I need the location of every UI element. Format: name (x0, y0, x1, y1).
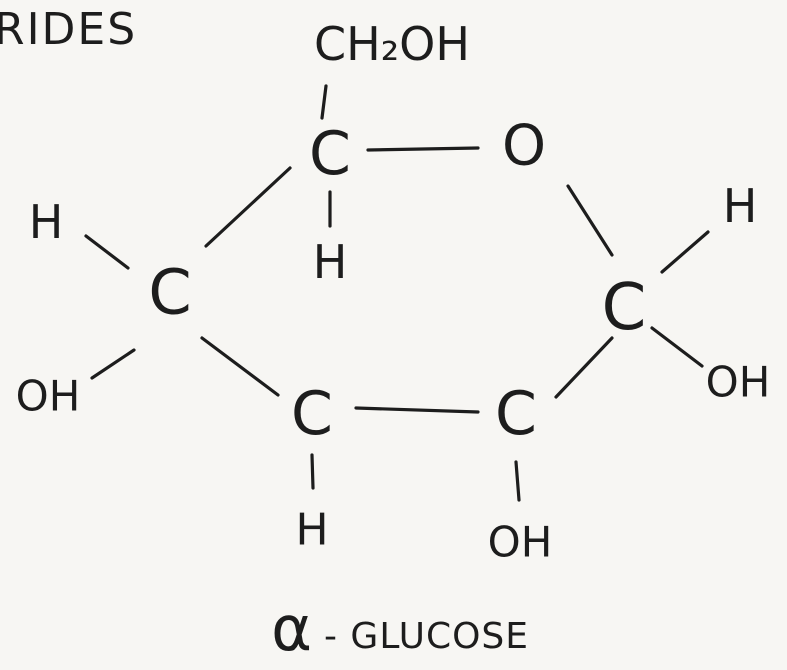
bond-c1-oh (650, 326, 704, 368)
label-c1-h: H (723, 179, 758, 233)
atom-ring-oxygen: O (502, 114, 546, 179)
label-c4-oh: OH (16, 372, 81, 421)
bond-c5-ch2oh (320, 84, 328, 120)
substituent-bonds (84, 84, 710, 502)
caption-name: - GLUCOSE (324, 616, 529, 657)
caption-greek-letter: α (271, 592, 313, 665)
atom-c5: C (309, 119, 351, 189)
caption: α - GLUCOSE (271, 592, 529, 665)
label-c1-oh: OH (706, 358, 771, 407)
atom-c4: C (148, 256, 191, 329)
substituent-atoms: CH₂OH H H OH H OH H OH (16, 17, 771, 567)
label-c5-h: H (313, 235, 348, 289)
bond-o-c1 (566, 184, 614, 257)
bond-c1-h (660, 230, 710, 274)
atom-c2: C (495, 379, 537, 449)
bond-c5-o (366, 146, 480, 152)
bond-c3-h (310, 453, 315, 490)
bond-c2-c3 (354, 406, 480, 414)
bond-c4-oh (90, 348, 136, 380)
label-c3-h: H (295, 505, 328, 556)
label-ch2oh: CH₂OH (314, 17, 470, 71)
heading-fragment: RIDES (0, 4, 137, 55)
bond-c2-oh (514, 460, 521, 502)
ring-bonds (200, 146, 614, 414)
atom-c1: C (602, 271, 647, 345)
label-c4-h: H (29, 195, 64, 249)
label-c2-oh: OH (488, 518, 553, 567)
bond-c3-c4 (200, 336, 280, 397)
bond-c1-c2 (554, 336, 614, 399)
atom-c3: C (291, 379, 333, 449)
bond-c4-c5 (204, 166, 292, 248)
bond-c4-h (84, 234, 130, 270)
ring-atoms: C O C C C C (148, 114, 646, 450)
